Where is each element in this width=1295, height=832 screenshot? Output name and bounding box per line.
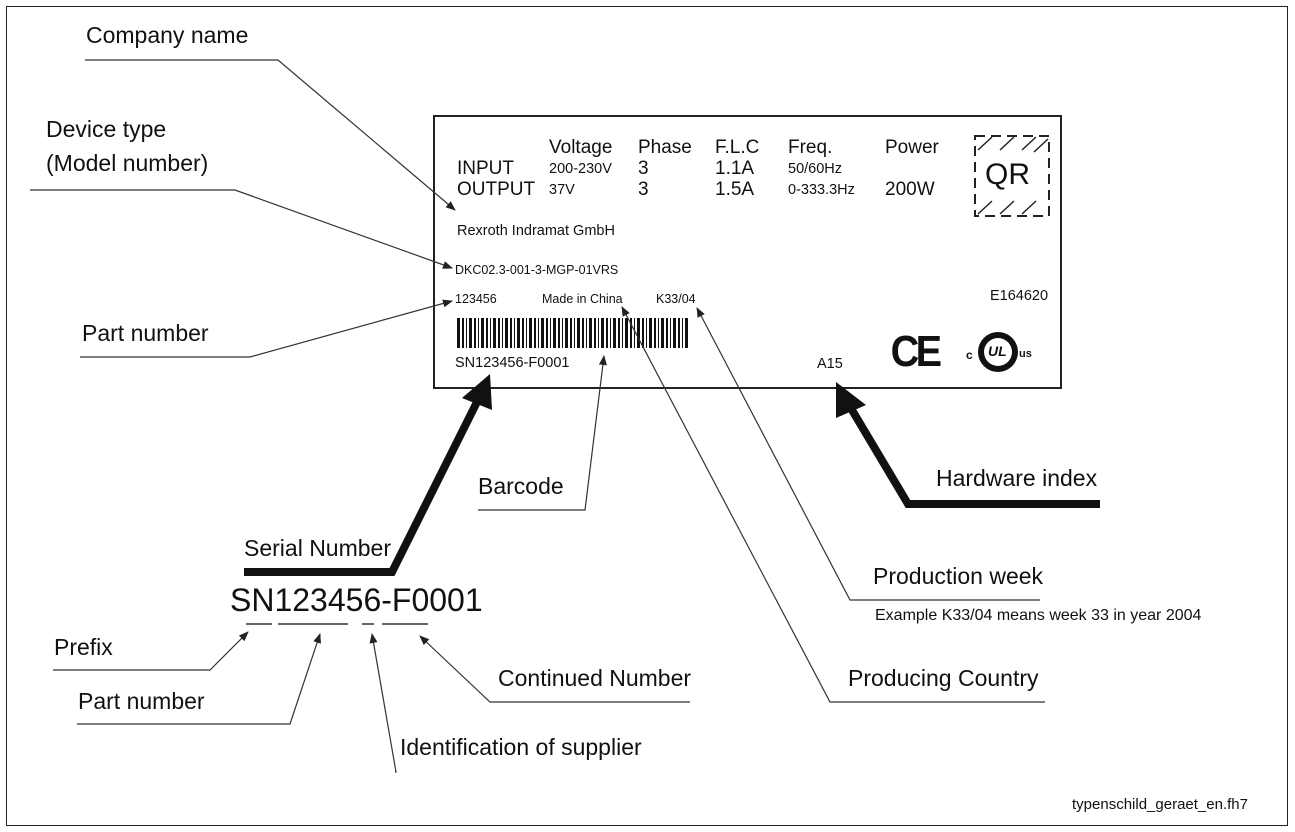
input-flc: 1.1A (715, 158, 755, 179)
label-part-number-bottom: Part number (78, 688, 205, 714)
qr-icon (974, 135, 1050, 217)
serial-number-arrow (244, 374, 492, 576)
hardware-index-arrow (836, 382, 1100, 508)
drawing-frame (6, 6, 1288, 826)
plate-made-in: Made in China (542, 292, 623, 306)
leader-part-number-bottom (77, 633, 321, 725)
output-freq: 0-333.3Hz (788, 182, 855, 198)
ul-mark-text: UL (988, 343, 1007, 359)
header-phase: Phase (638, 137, 692, 158)
leader-production-week (696, 307, 1040, 601)
plate-week: K33/04 (656, 292, 696, 306)
leader-device-type (30, 189, 453, 269)
ul-c-mark: c (966, 348, 973, 362)
label-hardware-index: Hardware index (936, 465, 1098, 491)
plate-company: Rexroth Indramat GmbH (457, 223, 615, 239)
label-device-type: Device type (46, 116, 167, 142)
output-power: 200W (885, 179, 935, 200)
plate-part-no: 123456 (455, 292, 497, 306)
leader-producing-country (621, 306, 1045, 703)
label-production-week: Production week (873, 563, 1044, 589)
barcode-graphic (457, 318, 688, 348)
ul-logo-icon (978, 332, 1018, 372)
plate-model: DKC02.3-001-3-MGP-01VRS (455, 263, 619, 277)
header-freq: Freq. (788, 137, 833, 158)
output-voltage: 37V (549, 182, 575, 198)
file-name: typenschild_geraet_en.fh7 (1072, 796, 1248, 813)
plate-ul-file: E164620 (990, 288, 1049, 304)
leader-part-number-top (80, 299, 453, 358)
header-voltage: Voltage (549, 137, 613, 158)
input-label: INPUT (457, 158, 514, 179)
leader-prefix (53, 631, 249, 671)
label-barcode: Barcode (478, 473, 564, 499)
leader-continued-number (419, 635, 690, 703)
input-freq: 50/60Hz (788, 161, 843, 177)
leader-supplier (369, 633, 397, 773)
production-week-note: Example K33/04 means week 33 in year 200… (875, 607, 1202, 624)
output-flc: 1.5A (715, 179, 755, 200)
label-serial-number: Serial Number (244, 535, 391, 561)
output-label: OUTPUT (457, 179, 536, 200)
label-supplier-id: Identification of supplier (400, 734, 642, 760)
header-power: Power (885, 137, 939, 158)
label-company-name: Company name (86, 22, 249, 48)
label-prefix: Prefix (54, 634, 113, 660)
ul-us-mark: us (1019, 348, 1032, 360)
label-producing-country: Producing Country (848, 665, 1039, 691)
label-part-number-top: Part number (82, 320, 209, 346)
output-phase: 3 (638, 179, 649, 200)
input-voltage: 200-230V (549, 161, 612, 177)
label-continued-number: Continued Number (498, 665, 692, 691)
nameplate-outline (433, 115, 1062, 389)
leader-company-name (85, 59, 456, 211)
ce-mark-icon: CE (890, 327, 942, 376)
label-model-number: (Model number) (46, 150, 209, 176)
plate-serial: SN123456-F0001 (455, 355, 570, 371)
input-phase: 3 (638, 158, 649, 179)
qr-label: QR (985, 158, 1030, 191)
header-flc: F.L.C (715, 137, 760, 158)
leader-barcode (478, 355, 607, 511)
serial-number-example: SN123456-F0001 (230, 582, 483, 618)
plate-hw-index: A15 (817, 356, 843, 372)
